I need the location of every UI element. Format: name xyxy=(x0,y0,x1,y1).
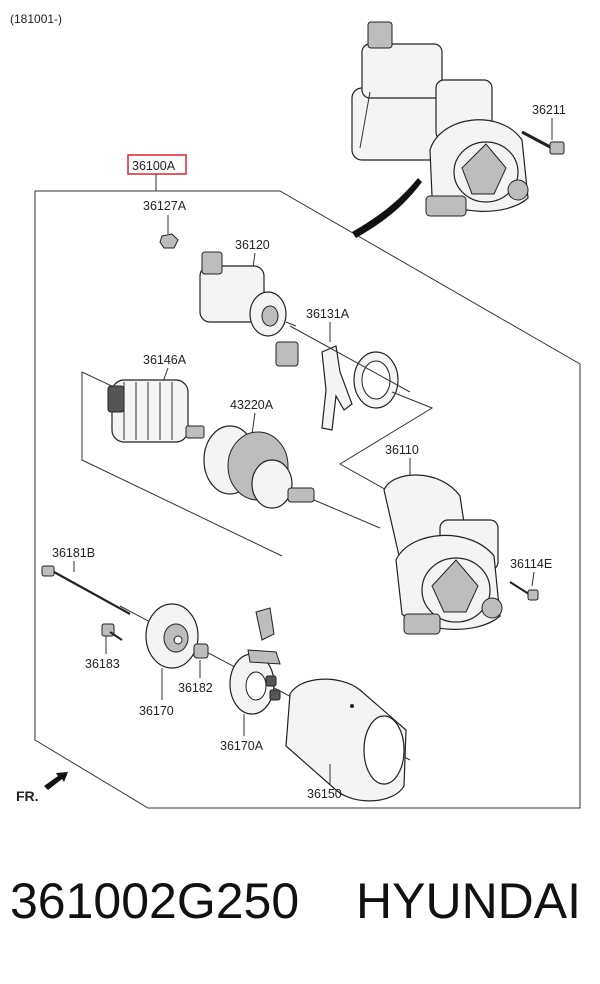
callout-36127A: 36127A xyxy=(143,199,187,213)
callout-36120: 36120 xyxy=(235,238,270,252)
armature-36146A xyxy=(107,379,205,443)
screw-36183 xyxy=(101,623,123,641)
end-plate-36170 xyxy=(145,603,199,669)
solenoid-36120 xyxy=(199,251,297,337)
front-direction-arrow xyxy=(44,772,68,790)
callout-36183: 36183 xyxy=(85,657,120,671)
shift-lever-36131A xyxy=(321,345,353,431)
gear-assembly-43220A xyxy=(203,425,381,529)
assembly-pointer-arrow xyxy=(352,178,422,238)
bolt-36211 xyxy=(521,130,565,155)
brush-holder-36170A xyxy=(229,607,281,715)
callout-36182: 36182 xyxy=(178,681,213,695)
plunger-block xyxy=(275,341,299,367)
callout-36131A: 36131A xyxy=(306,307,350,321)
bolt-36114E xyxy=(509,581,539,601)
callout-36146A: 36146A xyxy=(143,353,187,367)
gasket-ring xyxy=(353,351,399,409)
part-number: 361002G250 xyxy=(10,873,300,929)
assembly-boundary xyxy=(34,190,581,809)
bushing-36182 xyxy=(193,643,209,659)
direction-label: FR. xyxy=(16,788,39,804)
yoke-36150 xyxy=(285,678,407,802)
callout-36170: 36170 xyxy=(139,704,174,718)
nut-36127A xyxy=(159,233,179,249)
callout-36211: 36211 xyxy=(532,103,566,117)
callout-36150: 36150 xyxy=(307,787,342,801)
callout-36181B: 36181B xyxy=(52,546,95,560)
brand-name: HYUNDAI xyxy=(356,873,582,929)
diagram-header-code: (181001-) xyxy=(10,12,62,26)
assembly-label: 36100A xyxy=(132,159,176,173)
callout-36170A: 36170A xyxy=(220,739,264,753)
assembly-label-box xyxy=(127,154,187,175)
through-bolt-36181B xyxy=(41,565,131,615)
assembled-starter-motor xyxy=(351,21,529,217)
callout-36114E: 36114E xyxy=(510,557,552,571)
drive-housing-36110 xyxy=(383,474,503,635)
callout-36110: 36110 xyxy=(385,443,419,457)
callout-43220A: 43220A xyxy=(230,398,274,412)
